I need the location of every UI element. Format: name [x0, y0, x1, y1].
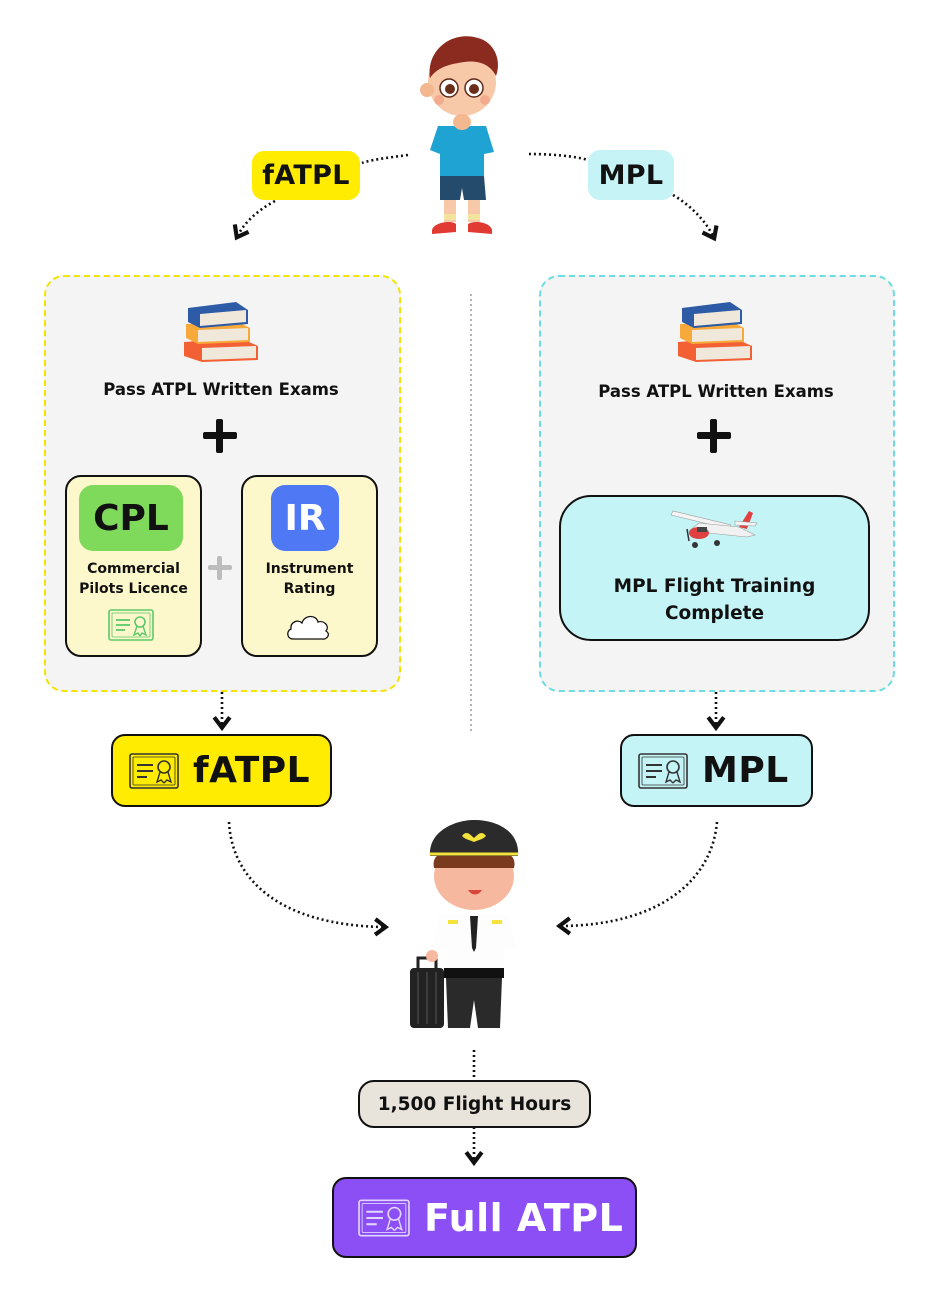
flight-hours-requirement: 1,500 Flight Hours	[358, 1080, 591, 1128]
mpl-training-description: MPL Flight Training Complete	[561, 573, 868, 627]
certificate-icon	[358, 1198, 410, 1237]
ir-description-line2: Rating	[283, 581, 336, 597]
connector-boy-to-mpl	[528, 152, 589, 162]
flight-hours-label: 1,500 Flight Hours	[377, 1093, 572, 1115]
cpl-description-line2: Pilots Licence	[79, 581, 188, 597]
cpl-description-line1: Commercial	[87, 561, 180, 577]
ir-description: Instrument Rating	[243, 559, 376, 599]
certificate-icon	[108, 609, 154, 641]
pilot-with-suitcase-illustration	[410, 820, 519, 1028]
connector-mpl-down	[672, 193, 719, 242]
books-icon	[678, 302, 752, 362]
cloud-icon	[287, 615, 329, 640]
fatpl-certificate-label: fATPL	[193, 750, 311, 791]
cpl-badge-label: CPL	[93, 497, 169, 539]
cpl-description: Commercial Pilots Licence	[67, 559, 200, 599]
plus-icon	[695, 417, 733, 455]
mpl-training-card: MPL Flight Training Complete	[559, 495, 870, 641]
full-atpl-label: Full ATPL	[424, 1195, 624, 1240]
mpl-route-tag: MPL	[588, 150, 674, 200]
ir-card: IR Instrument Rating	[241, 475, 378, 657]
plus-icon	[201, 417, 239, 455]
cpl-badge: CPL	[79, 485, 183, 551]
certificate-icon	[129, 752, 179, 789]
mpl-route-tag-label: MPL	[598, 159, 664, 191]
connector-boy-to-fatpl	[361, 153, 409, 165]
ir-badge-label: IR	[284, 497, 326, 539]
connector-fatpl-to-pilot	[227, 821, 390, 937]
mpl-certificate-label: MPL	[702, 750, 789, 791]
fatpl-route-tag: fATPL	[252, 151, 360, 200]
thinking-boy-illustration	[420, 36, 498, 234]
ir-badge: IR	[271, 485, 339, 551]
connector-fatpl-down	[232, 199, 276, 241]
cpl-card: CPL Commercial Pilots Licence	[65, 475, 202, 657]
fatpl-exam-requirement: Pass ATPL Written Exams	[103, 380, 339, 399]
connector-mpl-to-pilot	[555, 821, 719, 936]
full-atpl-certificate: Full ATPL	[332, 1177, 637, 1258]
mpl-exam-requirement: Pass ATPL Written Exams	[598, 382, 834, 401]
plus-icon-gray	[206, 554, 244, 592]
books-icon	[184, 302, 258, 362]
mpl-training-line1: MPL Flight Training	[613, 576, 816, 597]
mpl-certificate: MPL	[620, 734, 813, 807]
certificate-icon	[638, 752, 688, 789]
ir-description-line1: Instrument	[265, 561, 354, 577]
fatpl-route-tag-label: fATPL	[262, 160, 350, 191]
airplane-icon	[670, 510, 758, 548]
fatpl-certificate: fATPL	[111, 734, 332, 807]
mpl-training-line2: Complete	[664, 603, 765, 624]
